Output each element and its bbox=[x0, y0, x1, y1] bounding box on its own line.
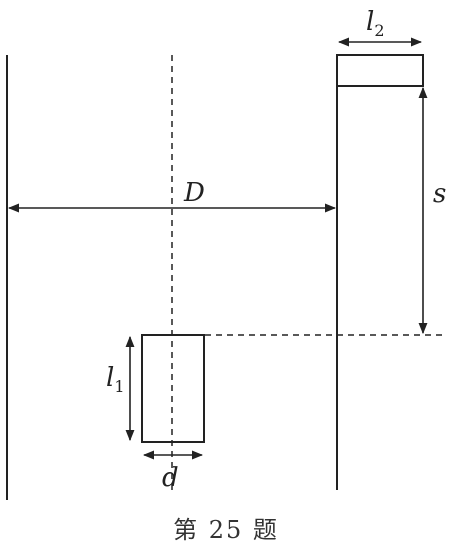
l2-label-main: l bbox=[366, 7, 374, 37]
s-label: s bbox=[433, 179, 446, 209]
l1-label: l1 bbox=[106, 363, 125, 396]
D-label: D bbox=[183, 178, 205, 208]
d-label: d bbox=[162, 463, 179, 493]
l1-label-main: l bbox=[106, 363, 114, 393]
l1-label-sub: 1 bbox=[114, 377, 124, 396]
bottom-left-block bbox=[141, 334, 205, 443]
figure-caption: 第 25 题 bbox=[173, 516, 279, 544]
l2-label-sub: 2 bbox=[374, 21, 384, 40]
top-right-block bbox=[336, 54, 424, 87]
l2-label: l2 bbox=[366, 7, 385, 40]
